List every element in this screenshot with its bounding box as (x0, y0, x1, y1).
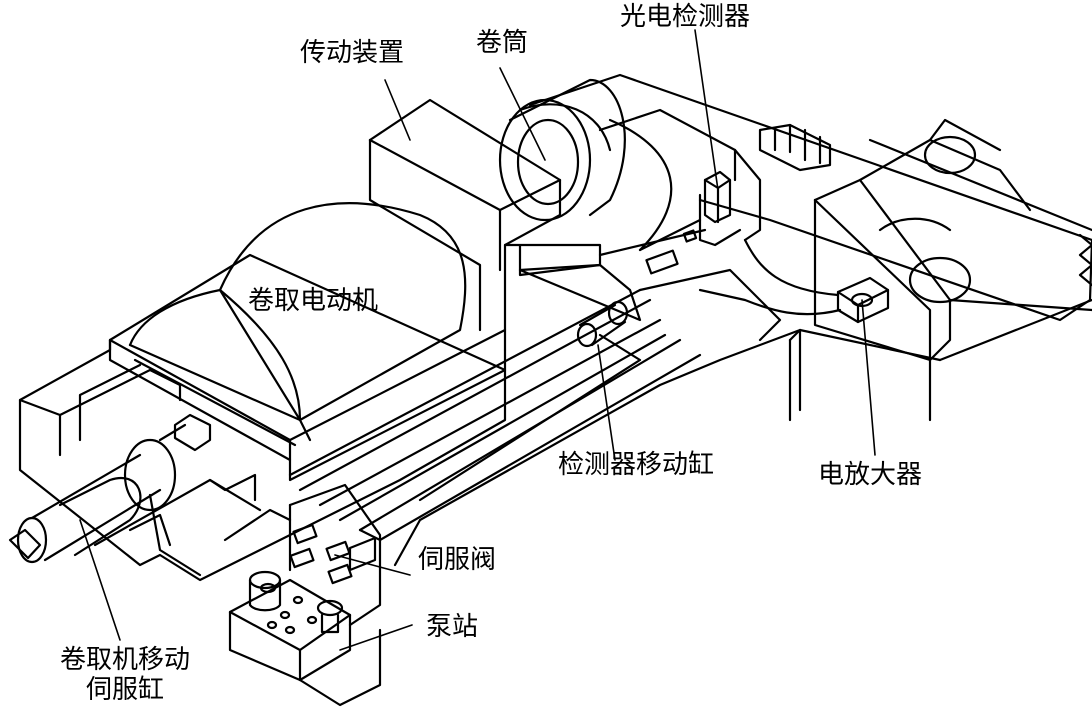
coiler-cylinder-shape (8, 413, 292, 577)
label-coiler-cylinder: 卷取机移动 伺服缸 (50, 645, 200, 705)
winding-motor-shape (108, 202, 507, 482)
leader-lines (79, 29, 876, 651)
label-coiler-cylinder-line2: 伺服缸 (85, 675, 164, 705)
pump-station-shape (228, 570, 382, 707)
strip-path (528, 73, 1092, 322)
label-coiler-cylinder-line1: 卷取机移动 (59, 645, 190, 675)
label-amplifier: 电放大器 (818, 460, 923, 490)
amplifier-shape (698, 238, 890, 324)
label-pump-station: 泵站 (426, 612, 479, 642)
label-photo-detector: 光电检测器 (620, 2, 751, 32)
label-transmission: 传动装置 (300, 38, 405, 68)
photo-detector-shape (598, 170, 742, 275)
label-winding-motor: 卷取电动机 (248, 286, 379, 316)
label-servo-valve: 伺服阀 (418, 545, 497, 575)
servo-valve-panel (288, 483, 382, 627)
machine-frame (18, 253, 802, 582)
transmission-box (368, 98, 642, 332)
label-drum: 卷筒 (476, 28, 529, 58)
right-stand (758, 118, 1092, 422)
label-detector-cylinder: 检测器移动缸 (558, 450, 715, 480)
detector-cylinder-shape (418, 300, 642, 502)
